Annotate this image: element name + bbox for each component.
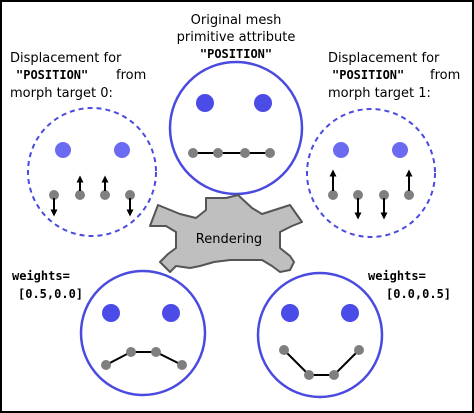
mouth-vertex <box>101 360 111 370</box>
mouth-vertex <box>240 148 250 158</box>
right-label-line3: morph target 1: <box>328 86 431 101</box>
left-eye <box>102 304 120 322</box>
right-eye <box>341 304 359 322</box>
original-mesh-face <box>168 60 304 196</box>
morph-target-0-face <box>27 107 157 237</box>
vertex <box>100 190 110 200</box>
left-label-line1: Displacement for <box>10 51 122 66</box>
left-eye <box>55 142 71 158</box>
face-outline-dashed <box>27 107 157 237</box>
left-label-line3: morph target 0: <box>10 86 113 101</box>
left-eye <box>196 94 214 112</box>
mouth-vertex <box>304 370 314 380</box>
weights-left-label: weights= <box>12 269 70 283</box>
mouth-line <box>283 349 360 376</box>
mouth-vertex <box>213 148 223 158</box>
right-eye <box>392 142 408 158</box>
face-outline <box>79 269 207 397</box>
weights-right-value: [0.0,0.5] <box>386 287 451 301</box>
vertex <box>379 190 389 200</box>
weights-right-label: weights= <box>368 269 426 283</box>
result-face-frown <box>79 269 207 397</box>
rendering-label: Rendering <box>196 232 262 247</box>
face-outline <box>168 60 304 196</box>
rendering-arrow-shape <box>149 194 303 273</box>
mouth-vertex <box>265 148 275 158</box>
right-label-position: "POSITION" <box>332 68 404 82</box>
right-eye <box>114 142 130 158</box>
left-eye <box>281 304 299 322</box>
left-label-position: "POSITION" <box>16 68 88 82</box>
center-label-line1: Original mesh <box>191 13 282 28</box>
vertex <box>404 190 414 200</box>
mouth-vertex <box>354 345 364 355</box>
face-outline-dashed <box>306 108 436 238</box>
result-face-smile <box>256 271 384 399</box>
vertex <box>328 190 338 200</box>
morph-target-1-face <box>306 108 436 238</box>
vertex <box>353 190 363 200</box>
vertex <box>49 190 59 200</box>
vertex <box>125 190 135 200</box>
weights-left-value: [0.5,0.0] <box>18 287 83 301</box>
mouth-vertex <box>279 345 289 355</box>
mouth-vertex <box>188 148 198 158</box>
mouth-vertex <box>151 347 161 357</box>
right-label-line1: Displacement for <box>328 51 440 66</box>
center-label-line3: "POSITION" <box>200 47 272 61</box>
mouth-line <box>105 351 183 366</box>
right-eye <box>254 94 272 112</box>
vertex <box>75 190 85 200</box>
mouth-vertex <box>126 347 136 357</box>
left-label-from: from <box>116 68 146 83</box>
left-eye <box>333 142 349 158</box>
face-outline <box>256 271 384 399</box>
right-eye <box>162 304 180 322</box>
center-label-line2: primitive attribute <box>177 30 296 45</box>
right-label-from: from <box>430 68 460 83</box>
mouth-vertex <box>177 360 187 370</box>
mouth-vertex <box>329 370 339 380</box>
